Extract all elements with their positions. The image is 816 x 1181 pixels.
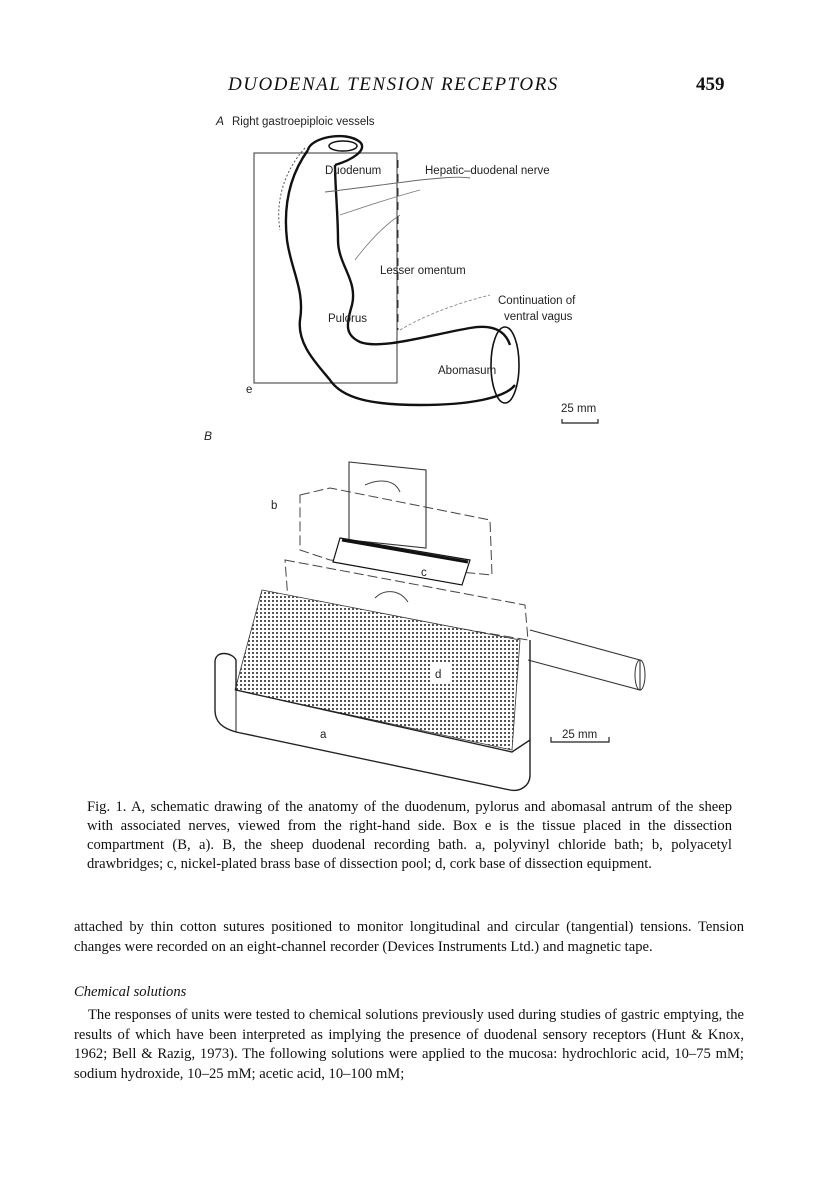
- panel-a: A Right gastroepiploic vessels e Duodenu…: [215, 114, 599, 424]
- label-b: b: [271, 500, 277, 512]
- brass-base-edge: [341, 538, 469, 564]
- duodenum-lumen: [328, 140, 358, 152]
- hepatic-nerve-line: [324, 176, 471, 193]
- gastroepiploic-vessels: [278, 147, 306, 231]
- scale-b-label: 25 mm: [562, 729, 597, 741]
- section-heading: Chemical solutions: [74, 984, 187, 1000]
- page-number: 459: [696, 74, 725, 95]
- body-paragraph-2: The responses of units were tested to ch…: [74, 1007, 744, 1082]
- drawbridge-hole: [364, 480, 401, 493]
- drawbridge-front-hole: [374, 591, 409, 603]
- duodenum-label: Duodenum: [325, 165, 381, 177]
- abomasum-label: Abomasum: [438, 365, 496, 377]
- label-a: a: [320, 729, 327, 741]
- abomasum-opening: [490, 326, 520, 404]
- box-e: [253, 152, 398, 384]
- label-d: d: [435, 669, 441, 681]
- figure-1: A Right gastroepiploic vessels e Duodenu…: [204, 114, 646, 792]
- continuation-label-1: Continuation of: [498, 295, 576, 307]
- continuation-label-2: ventral vagus: [504, 311, 573, 323]
- drawbridge-front: [284, 559, 529, 641]
- connecting-rod: [527, 629, 641, 691]
- duodenum-inner-wall: [333, 164, 512, 346]
- page-header: DUODENAL TENSION RECEPTORS 459: [0, 74, 816, 102]
- label-c: c: [421, 567, 427, 579]
- scale-bar-b: [550, 737, 610, 743]
- omental-branch: [354, 214, 401, 261]
- cork-base: [234, 589, 521, 751]
- figure-caption: Fig. 1. A, schematic drawing of the anat…: [87, 799, 732, 872]
- duodenum-top-loop: [306, 134, 364, 167]
- panel-b: B b c d a 25 mm: [204, 429, 646, 792]
- body-paragraph-1: attached by thin cotton sutures position…: [74, 919, 744, 955]
- label-d-backdrop: [430, 664, 452, 682]
- scale-bar-a: [561, 419, 599, 424]
- bath-rim: [214, 640, 531, 753]
- pylorus-label: Pulorus: [328, 313, 367, 325]
- drawbridge-frame: [299, 487, 493, 576]
- bath-body: [214, 662, 531, 792]
- scale-a-label: 25 mm: [561, 403, 596, 415]
- brass-base: [332, 537, 471, 586]
- box-e-label: e: [246, 384, 252, 396]
- right-gastroepiploic-label: Right gastroepiploic vessels: [232, 116, 375, 128]
- running-title: DUODENAL TENSION RECEPTORS: [228, 74, 559, 95]
- lesser-omentum-label: Lesser omentum: [380, 265, 466, 277]
- vagus-line: [399, 294, 491, 331]
- hepatic-nerve-branch: [339, 189, 421, 216]
- rod-end: [634, 659, 646, 691]
- hepatic-duodenal-nerve-label: Hepatic–duodenal nerve: [425, 165, 550, 177]
- panel-a-label: A: [215, 114, 224, 128]
- panel-b-label: B: [204, 429, 212, 443]
- duodenum-outer-wall: [284, 149, 516, 407]
